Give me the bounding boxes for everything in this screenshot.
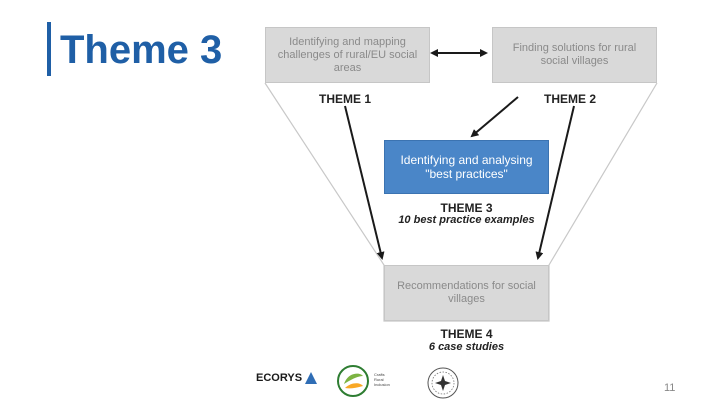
funnel-outline: [264, 82, 658, 322]
center-labels: THEME 3 10 best practice examples THEME …: [384, 0, 549, 405]
theme4-subtitle: 6 case studies: [428, 341, 505, 353]
theme2-label: THEME 2: [544, 92, 597, 106]
theme3-label: THEME 3: [440, 201, 493, 215]
arrow-theme2-to-middle: [470, 96, 519, 138]
title-accent-bar: [47, 22, 51, 76]
ecorys-triangle-icon: [305, 372, 318, 384]
box-theme1-mapping: Identifying and mapping challenges of ru…: [265, 27, 430, 83]
box-theme3-best-practices: Identifying and analysing "best practice…: [384, 140, 549, 194]
ecorys-logo-text: ECORYS: [256, 372, 303, 384]
arrow-theme2-to-bottom: [535, 105, 575, 260]
ecorys-logo: ECORYS: [256, 372, 318, 384]
theme3-subtitle: 10 best practice examples: [398, 214, 535, 226]
seal-icon: [427, 367, 459, 399]
theme4-label: THEME 4: [440, 327, 493, 341]
page-number: 11: [664, 382, 676, 394]
page-title: Theme 3: [60, 28, 223, 72]
leaf-circle-icon: [337, 365, 369, 397]
arrow-theme1-to-bottom: [344, 105, 385, 260]
box-theme4-recommendations: Recommendations for social villages: [384, 265, 549, 321]
theme1-label: THEME 1: [319, 92, 372, 106]
logo2-text: Crafts Rural Inclusion: [374, 372, 390, 387]
box-theme2-solutions: Finding solutions for rural social villa…: [492, 27, 657, 83]
